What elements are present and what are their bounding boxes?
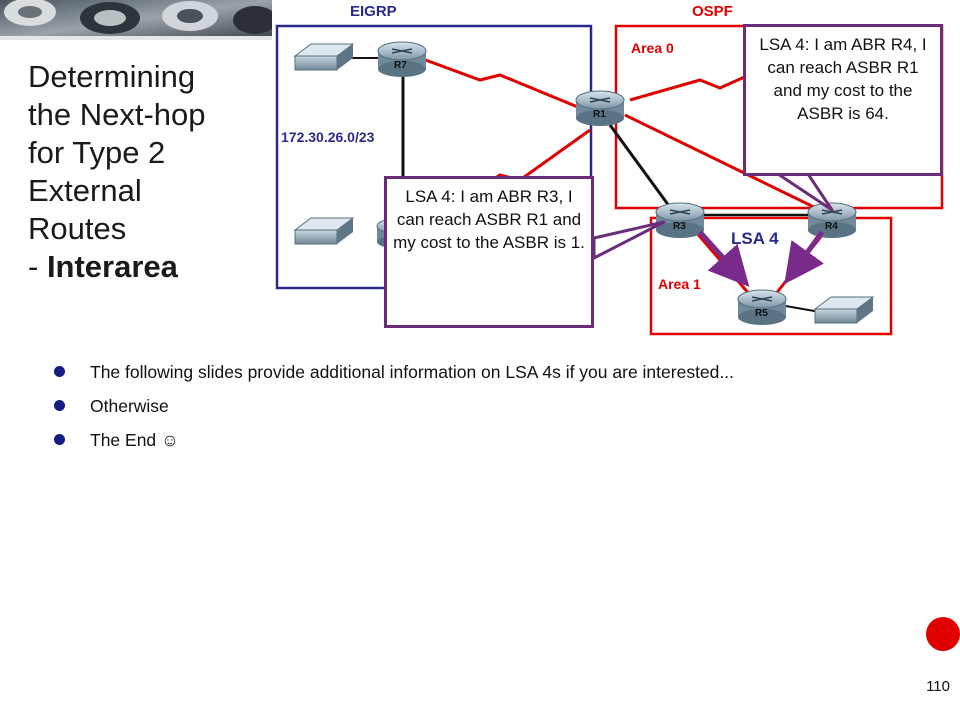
router-r1-icon: R1 xyxy=(575,90,625,126)
bullet-item: Otherwise xyxy=(52,394,872,418)
lsa4-arrow-r4 xyxy=(784,230,825,285)
router-r7-icon: R7 xyxy=(377,41,427,77)
lsa4-label: LSA 4 xyxy=(731,229,779,248)
callout-r4: LSA 4: I am ABR R4, I can reach ASBR R1 … xyxy=(743,24,943,176)
lsa4-arrow-r3 xyxy=(698,230,750,287)
switch-icon xyxy=(293,43,355,71)
router-r7-label: R7 xyxy=(394,60,407,71)
title-prefix: - xyxy=(28,249,47,284)
router-r3-label: R3 xyxy=(673,221,686,232)
link-r1-r4 xyxy=(624,113,821,212)
serial-link-r7-r1 xyxy=(419,56,586,112)
slide-title: Determining the Next-hop for Type 2 Exte… xyxy=(28,58,258,286)
bullet-icon xyxy=(54,366,65,377)
bullet-text: The End ☺ xyxy=(90,430,179,450)
area1-label: Area 1 xyxy=(658,276,701,292)
title-line-3: for Type 2 xyxy=(28,135,166,170)
serial-link-r1-area0 xyxy=(629,68,761,102)
title-bold: Interarea xyxy=(46,249,178,284)
router-r4-icon: R4 xyxy=(807,202,857,238)
network-label: 172.30.26.0/23 xyxy=(281,129,375,145)
router-r4-label: R4 xyxy=(825,221,838,232)
callout-r3: LSA 4: I am ABR R3, I can reach ASBR R1 … xyxy=(384,176,594,328)
bullet-item: The following slides provide additional … xyxy=(52,360,872,384)
eigrp-label: EIGRP xyxy=(350,3,397,20)
title-line-4: External xyxy=(28,173,142,208)
callout-r3-pointer xyxy=(592,220,666,260)
bullet-item: The End ☺ xyxy=(52,428,872,452)
bullet-text: Otherwise xyxy=(90,396,169,416)
router-r5-label: R5 xyxy=(755,308,768,319)
area1-box xyxy=(649,216,893,336)
router-r5-icon: R5 xyxy=(737,289,787,325)
ospf-label: OSPF xyxy=(692,3,733,20)
area0-label: Area 0 xyxy=(631,40,674,56)
bullet-icon xyxy=(54,400,65,411)
switch-icon xyxy=(293,217,355,245)
switch-icon xyxy=(813,296,875,324)
bullet-text: The following slides provide additional … xyxy=(90,362,734,382)
callout-r4-text: LSA 4: I am ABR R4, I can reach ASBR R1 … xyxy=(759,35,927,123)
title-line-2: the Next-hop xyxy=(28,97,206,132)
red-circle-icon xyxy=(926,617,960,651)
router-r1-label: R1 xyxy=(593,109,606,120)
header-photo xyxy=(0,0,272,40)
router-r3-icon: R3 xyxy=(655,202,705,238)
bullet-list: The following slides provide additional … xyxy=(52,360,872,462)
title-line-6: - Interarea xyxy=(28,248,258,286)
link-r5-switch xyxy=(779,304,821,313)
slide-number: 110 xyxy=(926,678,950,695)
link-r1-r3 xyxy=(608,124,674,211)
title-line-5: Routes xyxy=(28,211,127,246)
bullet-icon xyxy=(54,434,65,445)
callout-r3-text: LSA 4: I am ABR R3, I can reach ASBR R1 … xyxy=(393,187,585,252)
title-line-1: Determining xyxy=(28,59,196,94)
